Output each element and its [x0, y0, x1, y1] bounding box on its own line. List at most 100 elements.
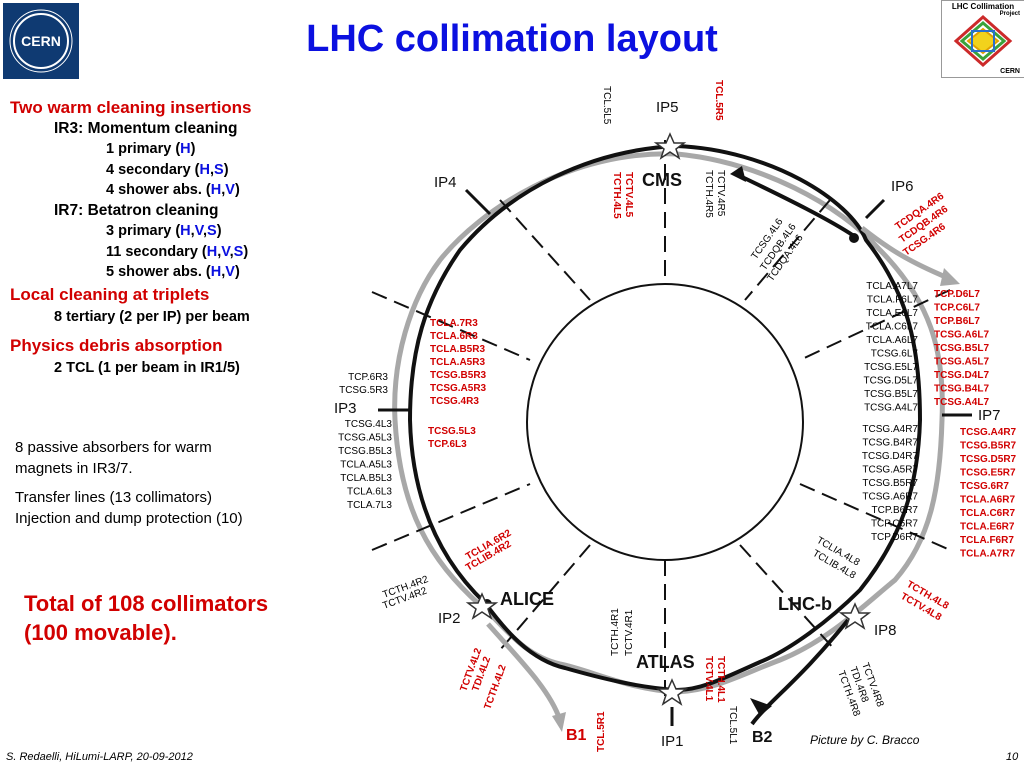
experiment-labels: CMS ALICE ATLAS LHC-b	[500, 170, 832, 672]
ir3-plane: V	[225, 182, 235, 198]
ip3-label: IP3	[334, 400, 357, 417]
collimator-label: TCSG.5R3	[339, 385, 388, 396]
collimator-label: TCSG.A6R7	[862, 492, 918, 503]
collimator-label: TCTH.4L5	[611, 172, 622, 219]
collimator-label: TCSG.B5L3	[338, 446, 392, 457]
footer-author: S. Redaelli, HiLumi-LARP, 20-09-2012	[6, 751, 193, 763]
ir3-item-close: )	[223, 161, 229, 178]
dump-arrow-black-icon	[730, 166, 746, 182]
tick-ip6	[864, 198, 886, 220]
collimator-label: TCSG.D4R7	[862, 451, 919, 462]
spoke-ip4	[499, 199, 591, 301]
ir7-heading: IR7: Betatron cleaning	[54, 201, 219, 219]
collimator-label: TCSG.D5L7	[864, 376, 919, 387]
collimator-label: TCSG.6R7	[960, 481, 1009, 492]
collimator-label: TCSG.4L3	[345, 419, 393, 430]
collimator-label: TCSG.A4R7	[960, 427, 1017, 438]
ip1-label: IP1	[661, 733, 684, 750]
collimator-label: TCLA.F6R7	[960, 535, 1014, 546]
collimator-label: TCSG.A5R7	[862, 465, 918, 476]
dump-arrow-grey-icon	[940, 268, 960, 286]
collimator-label: TCLA.A5R3	[430, 357, 485, 368]
transfer-line-b1	[486, 622, 563, 721]
collimator-label: TCTH.4L1	[715, 656, 726, 703]
ir7-plane: H	[206, 243, 218, 260]
collimator-label: TCLA.F6L7	[867, 295, 919, 306]
ip5-label: IP5	[656, 99, 679, 116]
project-logo-sub: Project	[999, 11, 1020, 17]
ip-ticks	[378, 188, 972, 726]
collimator-label: TCLA.E6L7	[866, 308, 918, 319]
ir7-plane: H	[180, 223, 191, 239]
collimator-label: TCSG.4R3	[430, 396, 479, 407]
ir3-item-text: 4 shower abs. (	[106, 182, 211, 198]
collimator-label: TCSG.A4R7	[862, 424, 918, 435]
collimator-label: TCLA.C6R7	[960, 508, 1015, 519]
ip5-star-icon	[653, 132, 687, 160]
ir3-plane: H	[210, 182, 222, 198]
collimator-label: TCP.6R3	[348, 372, 388, 383]
collimator-label: TCLA.6L3	[347, 487, 392, 498]
ir3-plane: H	[199, 161, 210, 178]
collimator-label: TCSG.B5L7	[934, 343, 989, 354]
ir3-plane: S	[214, 161, 224, 178]
triplet-text: 8 tertiary (2 per IP) per beam	[54, 309, 250, 325]
collimator-label: TCSG.A5L7	[934, 357, 989, 368]
ip8-label: IP8	[874, 622, 897, 639]
collimator-label: TCL.5R5	[713, 80, 724, 121]
ir7-plane: S	[207, 223, 217, 239]
tick-ip4	[464, 188, 492, 216]
ir3-item-text: 4 secondary (	[106, 161, 200, 178]
collimator-label: TCP.D6L7	[934, 289, 980, 300]
spokes	[371, 140, 951, 700]
transfer-note-2: Injection and dump protection (10)	[15, 510, 243, 527]
ir3-item-close: )	[234, 182, 240, 198]
collimator-label: TCSG.E5R7	[960, 468, 1016, 479]
transfer-note-1: Transfer lines (13 collimators)	[15, 489, 212, 506]
collimator-labels: TCP.6R3TCSG.5R3TCLA.7R3TCLA.6R3TCLA.B5R3…	[338, 80, 1016, 752]
total-line-1: Total of 108 collimators	[24, 591, 269, 616]
left-panel: Two warm cleaning insertions IR3: Moment…	[10, 98, 330, 379]
ip4-label: IP4	[434, 174, 457, 191]
collimator-label: TCP.D6R7	[871, 532, 918, 543]
ir3-item-close: )	[190, 141, 196, 157]
ip2-label: IP2	[438, 610, 461, 627]
ir3-item: 1 primary (H)	[10, 139, 330, 160]
collimator-label: TCTV.4L1	[703, 656, 714, 702]
debris-heading: Physics debris absorption	[10, 335, 223, 355]
cern-logo-icon: CERN	[9, 9, 73, 73]
collimator-label: TCL.5R1	[596, 711, 607, 752]
collimator-label: TCLA.E6R7	[960, 522, 1015, 533]
collimator-label: TCSG.D5R7	[960, 454, 1017, 465]
collimator-label: TCL.5L1	[727, 706, 738, 745]
project-logo-cern: CERN	[1000, 68, 1020, 75]
collimator-label: TCSG.E5L7	[864, 362, 918, 373]
ir3-item-text: 1 primary (	[106, 141, 181, 157]
collimator-label: TCSG.D4L7	[934, 370, 989, 381]
collimator-label: TCSG.A5R3	[430, 383, 487, 394]
project-logo-title: LHC Collimation	[951, 2, 1015, 11]
ir7-plane: V	[225, 264, 235, 280]
spoke-se	[799, 483, 951, 551]
ir7-plane: H	[210, 264, 222, 280]
collimator-label: TCTH.4R5	[703, 170, 714, 218]
collimation-logo-icon	[953, 14, 1013, 68]
ir7-item: 3 primary (H,V,S)	[106, 223, 222, 239]
ir7-plane: S	[233, 243, 244, 260]
debris-text: 2 TCL (1 per beam in IR1/5)	[54, 360, 240, 376]
collimator-label: TCL.5L5	[601, 86, 612, 125]
page-title: LHC collimation layout	[306, 18, 718, 60]
b1-label: B1	[566, 727, 587, 744]
ring-lines	[371, 132, 972, 732]
collimator-label: TCSG.B5L7	[864, 389, 918, 400]
page-number: 10	[1006, 751, 1019, 763]
dump-dot	[849, 233, 859, 243]
collimator-label: TCSG.A6L7	[934, 330, 989, 341]
ir7-item-close: )	[243, 243, 249, 260]
ip6-label: IP6	[891, 178, 914, 195]
collimation-project-logo: LHC Collimation Project CERN	[941, 0, 1024, 78]
collimator-label: TCP.B6L7	[934, 316, 980, 327]
collimator-label: TCSG.B5R3	[430, 370, 487, 381]
collimator-label: TCTV.4R5	[715, 170, 726, 217]
